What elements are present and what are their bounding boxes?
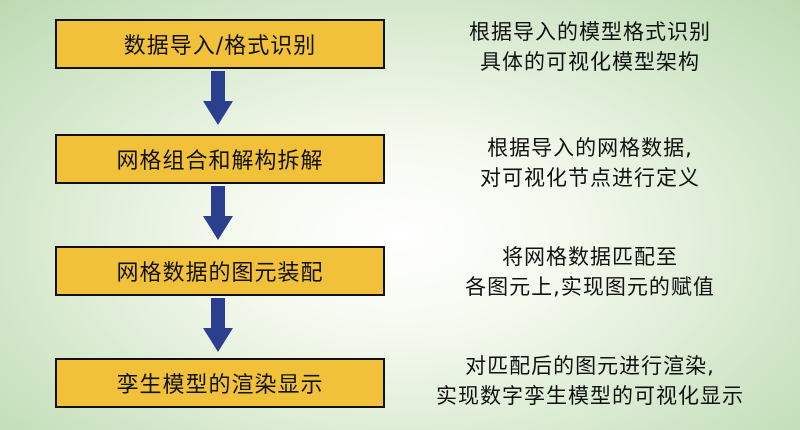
step-description-2-line-2: 对可视化节点进行定义	[480, 166, 700, 190]
step-box-4: 孪生模型的渲染显示	[55, 358, 385, 408]
step-description-4: 对匹配后的图元进行渲染, 实现数字孪生模型的可视化显示	[400, 351, 780, 411]
flow-arrow-1	[203, 71, 233, 125]
step-description-3-line-2: 各图元上,实现图元的赋值	[465, 275, 715, 299]
step-box-3: 网格数据的图元装配	[55, 246, 385, 296]
step-description-1-line-1: 根据导入的模型格式识别	[469, 20, 711, 44]
step-description-4-line-2: 实现数字孪生模型的可视化显示	[436, 384, 744, 408]
step-description-2-line-1: 根据导入的网格数据,	[487, 136, 693, 160]
step-box-2: 网格组合和解构拆解	[55, 134, 385, 184]
step-description-4-line-1: 对匹配后的图元进行渲染,	[465, 354, 715, 378]
step-description-3: 将网格数据匹配至 各图元上,实现图元的赋值	[400, 242, 780, 302]
step-description-1-line-2: 具体的可视化模型架构	[480, 50, 700, 74]
step-description-1: 根据导入的模型格式识别 具体的可视化模型架构	[400, 17, 780, 77]
step-description-3-line-1: 将网格数据匹配至	[502, 245, 678, 269]
step-box-1: 数据导入/格式识别	[55, 19, 385, 69]
step-description-2: 根据导入的网格数据, 对可视化节点进行定义	[400, 133, 780, 193]
flow-arrow-3	[203, 298, 233, 352]
flow-arrow-2	[203, 186, 233, 240]
